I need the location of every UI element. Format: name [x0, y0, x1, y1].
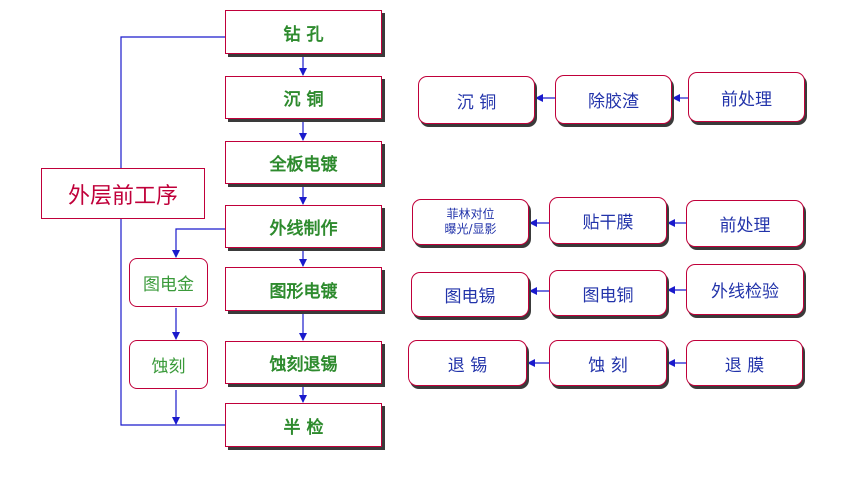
connector-title-to-drill — [120, 36, 225, 168]
row4-strip-film: 退 膜 — [686, 340, 803, 386]
row1-pretreatment: 前处理 — [688, 72, 805, 122]
main-step-pattern-plating: 图形电镀 — [225, 267, 382, 311]
row4-etching: 蚀 刻 — [549, 340, 667, 386]
diagram-title: 外层前工序 — [41, 168, 205, 219]
main-step-half-inspection: 半 检 — [225, 403, 382, 447]
main-step-panel-plating: 全板电镀 — [225, 141, 382, 184]
main-step-drilling: 钻 孔 — [225, 10, 382, 54]
connectors — [120, 36, 688, 426]
row3-pattern-tin-plating: 图电锡 — [411, 272, 529, 317]
row3-pattern-copper-plating: 图电铜 — [549, 270, 667, 316]
main-step-etch-strip-tin: 蚀刻退锡 — [225, 341, 382, 384]
row1-desmear: 除胶渣 — [555, 75, 672, 124]
row2-pretreatment: 前处理 — [686, 200, 804, 247]
row2-film-alignment-exposure-develop: 菲林对位 曝光/显影 — [412, 199, 529, 245]
main-step-outer-layer-imaging: 外线制作 — [225, 205, 382, 248]
connector-title-to-inspection — [120, 219, 225, 426]
arrow-imaging-to-gold — [172, 228, 225, 258]
branch-step-etching: 蚀刻 — [129, 340, 208, 389]
main-step-electroless-copper: 沉 铜 — [225, 76, 382, 119]
branch-step-gold-plating: 图电金 — [129, 258, 208, 307]
row2-dry-film-lamination: 贴干膜 — [549, 197, 667, 244]
row4-strip-tin: 退 锡 — [408, 340, 527, 386]
row1-electroless-copper: 沉 铜 — [418, 76, 535, 124]
row3-outer-layer-inspection: 外线检验 — [686, 264, 804, 315]
